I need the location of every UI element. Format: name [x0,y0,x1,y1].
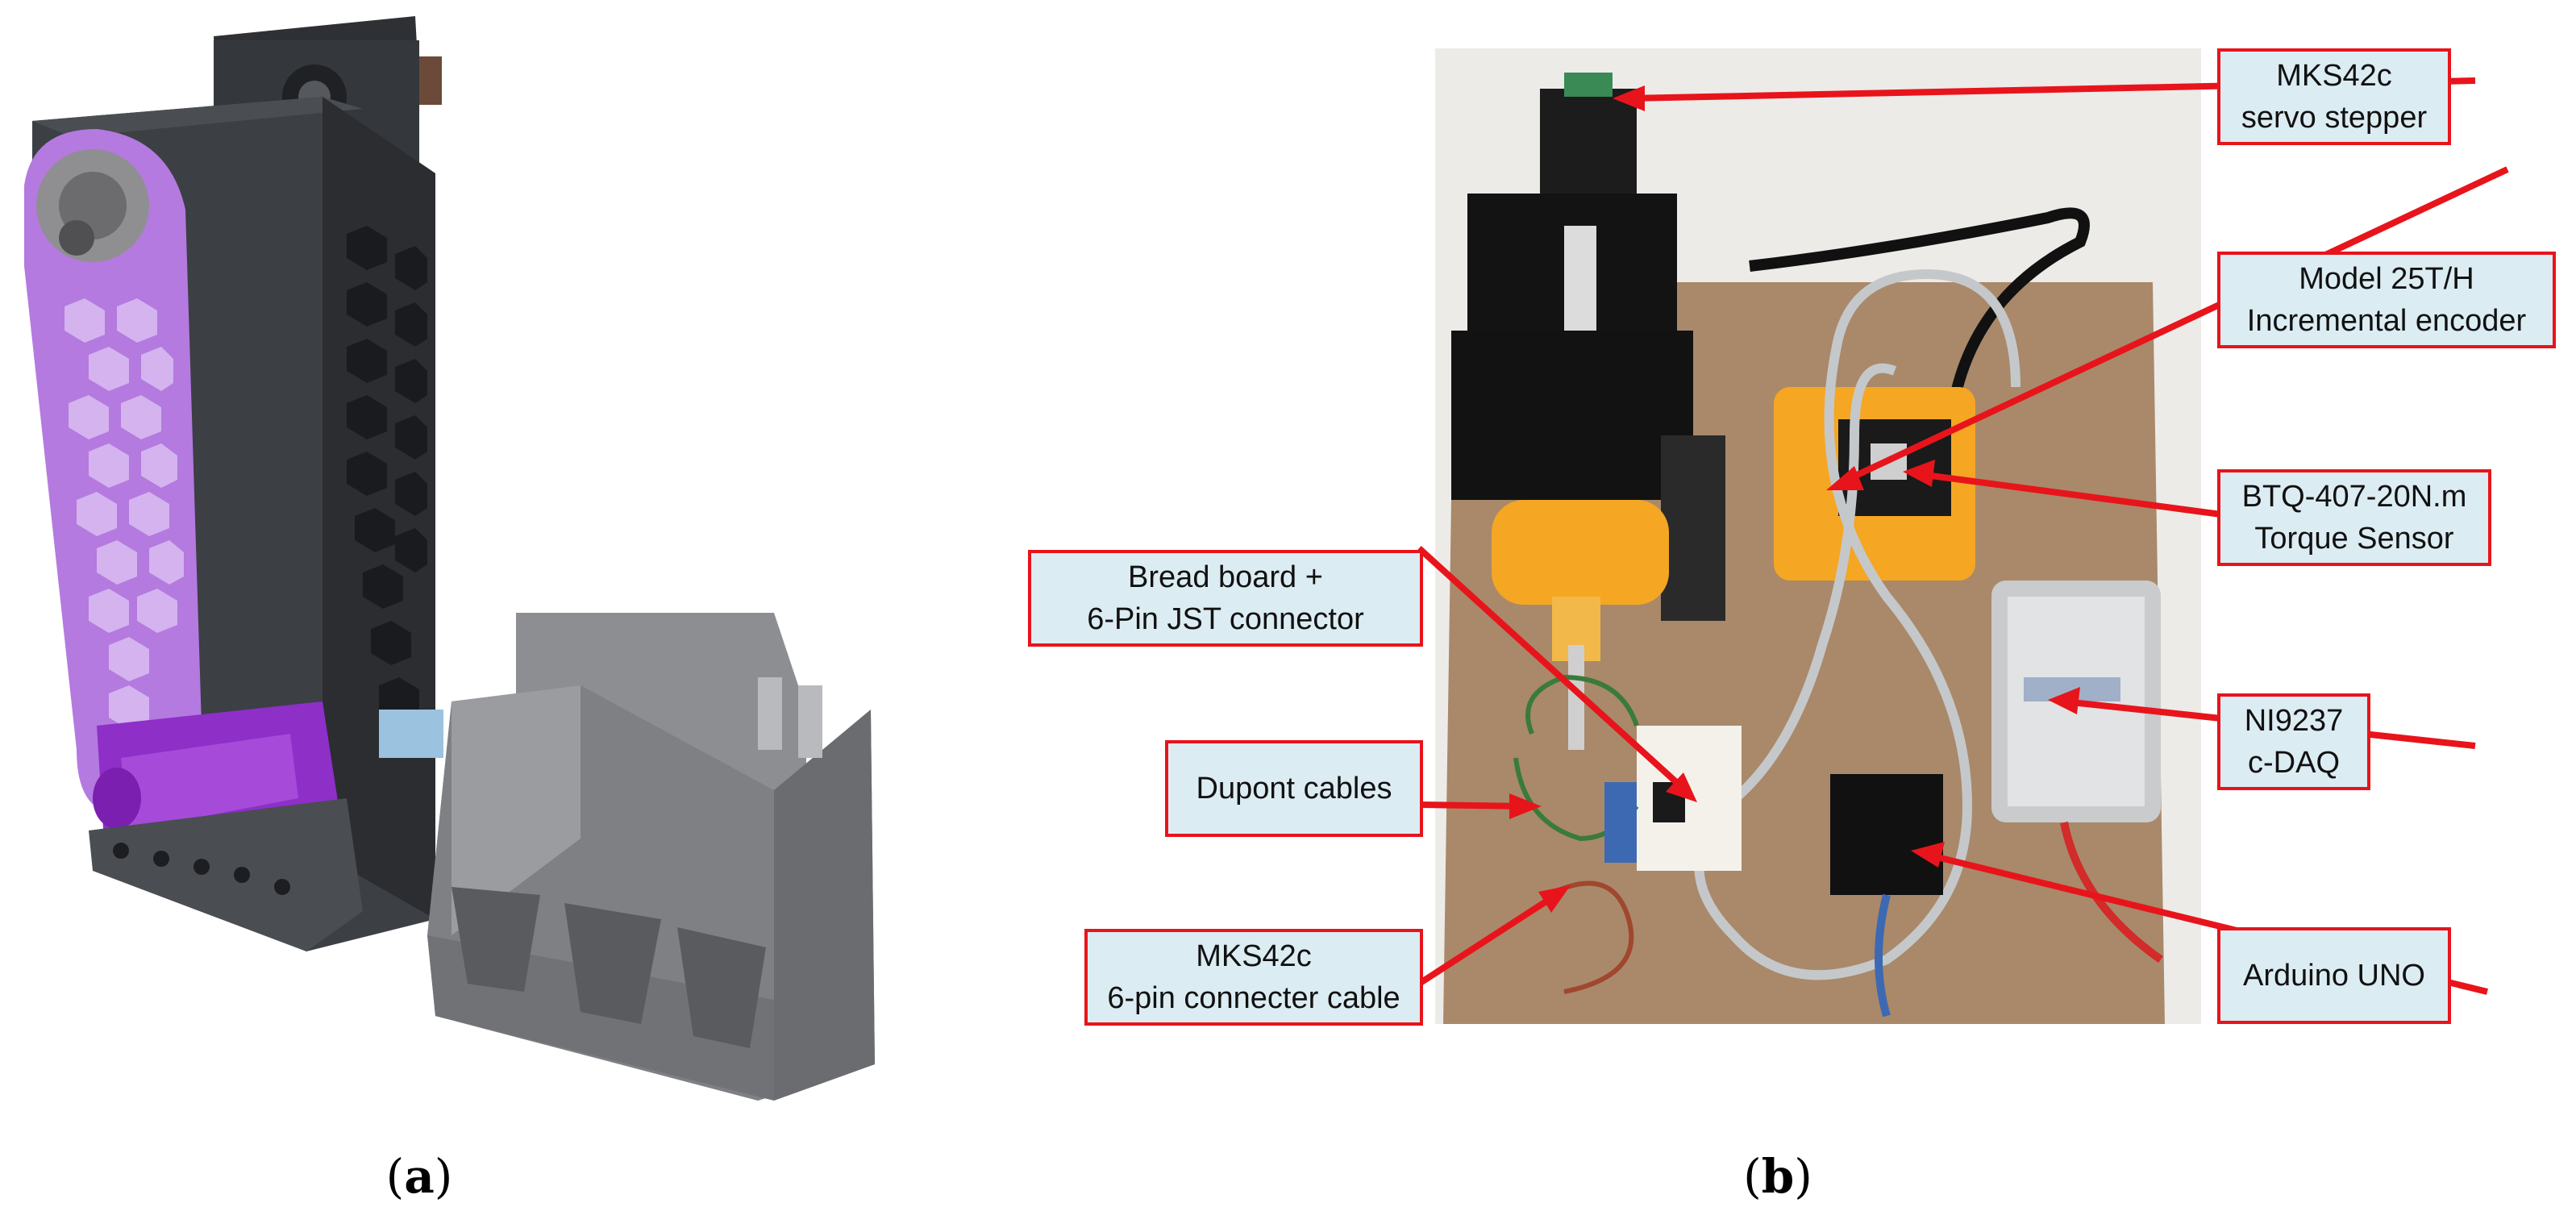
callout-dupont-line1: Dupont cables [1196,772,1392,805]
callout-daq-line1: NI9237 [2244,704,2344,738]
callout-daq-line2: c-DAQ [2248,746,2340,780]
callout-torque-sensor-line1: BTQ-407-20N.m [2241,480,2467,514]
setup-photo-image [1417,48,2509,1024]
base-plate [89,798,363,951]
arrow-connector-cable [1417,892,1559,987]
callout-connector-cable: MKS42c 6-pin connecter cable [1084,929,1423,1026]
callout-servo-stepper-line2: servo stepper [2241,101,2428,135]
caption-b: (b) [1743,1149,1812,1204]
cad-render-image [24,16,875,1101]
callout-breadboard: Bread board + 6-Pin JST connector [1028,550,1423,647]
callout-daq: NI9237 c-DAQ [2217,693,2370,790]
setup-photo-panel [1000,32,2576,1080]
callout-dupont: Dupont cables [1165,740,1423,837]
gearbox-housing [1451,331,1693,500]
callout-servo-stepper: MKS42c servo stepper [2217,48,2451,145]
callout-servo-stepper-line1: MKS42c [2276,59,2392,93]
callout-breadboard-line2: 6-Pin JST connector [1087,602,1364,636]
arduino-board [1830,774,1943,895]
caption-a: (a) [385,1149,453,1204]
caption-b-letter: b [1761,1149,1795,1204]
callout-connector-cable-line2: 6-pin connecter cable [1107,981,1400,1015]
cad-render-panel [0,0,911,1113]
encoder-cable [1694,268,2020,980]
callout-encoder-line2: Incremental encoder [2246,304,2527,338]
arrow-dupont [1418,801,1525,810]
callout-arduino-line1: Arduino UNO [2243,959,2425,993]
caption-a-letter: a [404,1149,435,1204]
callout-encoder-line1: Model 25T/H [2299,262,2474,296]
callout-breadboard-line1: Bread board + [1128,560,1323,594]
callout-connector-cable-line1: MKS42c [1196,939,1312,973]
arrow-encoder [1837,166,2509,487]
honeycomb-arm-pattern [65,298,184,730]
callout-arduino: Arduino UNO [2217,927,2451,1024]
callout-encoder: Model 25T/H Incremental encoder [2217,252,2556,348]
shaft-coupling [379,710,443,758]
honeycomb-side-pattern [347,226,427,722]
foot-holder-pockets [452,887,766,1048]
callout-torque-sensor-line2: Torque Sensor [2254,522,2454,556]
connector-wire [1546,880,1634,994]
arrow-breadboard [1417,546,1688,793]
orange-coupling [1492,500,1669,605]
callout-torque-sensor: BTQ-407-20N.m Torque Sensor [2217,469,2491,566]
